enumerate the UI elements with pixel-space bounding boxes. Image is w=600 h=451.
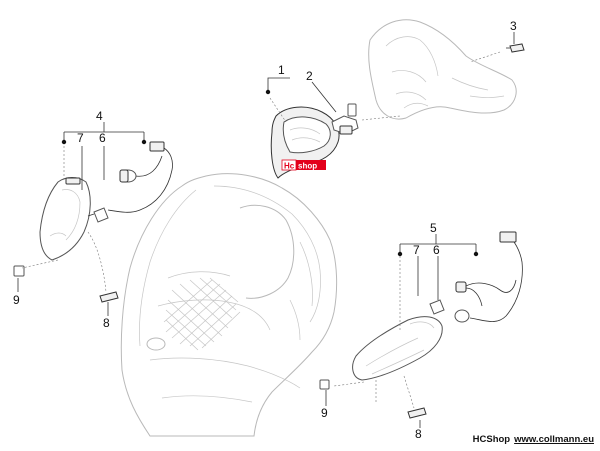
callout-5-6: 6 bbox=[433, 243, 440, 257]
callout-4-7: 7 bbox=[77, 131, 84, 145]
callout-2: 2 bbox=[306, 69, 313, 83]
right-bulb bbox=[429, 299, 445, 315]
callout-5: 5 bbox=[430, 221, 437, 235]
right-turn-signal bbox=[352, 316, 443, 381]
callout-4-6: 6 bbox=[99, 131, 106, 145]
headlight-bulb bbox=[331, 103, 359, 135]
left-clip bbox=[13, 265, 25, 277]
front-shield-fairing bbox=[120, 173, 338, 437]
callout-8-left: 8 bbox=[103, 316, 110, 330]
callout-1: 1 bbox=[278, 63, 285, 77]
left-screw bbox=[99, 291, 119, 303]
callout-9-right: 9 bbox=[321, 406, 328, 420]
left-turn-signal bbox=[39, 177, 91, 261]
left-bulb bbox=[87, 207, 109, 223]
emblem-icon bbox=[146, 337, 166, 351]
callout-3: 3 bbox=[510, 19, 517, 33]
right-clip bbox=[319, 379, 330, 390]
right-socket-wire bbox=[454, 231, 523, 323]
screw-icon bbox=[506, 43, 525, 53]
left-socket-wire bbox=[107, 141, 173, 213]
right-screw bbox=[407, 407, 427, 419]
hcshop-watermark: Hc shop bbox=[281, 159, 326, 171]
callout-dots bbox=[61, 89, 479, 257]
callout-5-7: 7 bbox=[413, 243, 420, 257]
callout-numbers: 1 2 3 4 7 6 5 7 6 9 8 9 8 bbox=[13, 19, 517, 441]
callout-8-right: 8 bbox=[415, 427, 422, 441]
footer-brand: HCShop bbox=[472, 434, 511, 445]
callout-4: 4 bbox=[96, 109, 103, 123]
leader-lines bbox=[17, 32, 515, 428]
callout-9-left: 9 bbox=[13, 293, 20, 307]
watermark-right: shop bbox=[298, 162, 317, 171]
grille-hatch bbox=[163, 277, 241, 351]
watermark-left: Hc bbox=[284, 162, 295, 171]
handlebar-cover bbox=[368, 19, 517, 120]
footer-url[interactable]: www.collmann.eu bbox=[514, 434, 594, 445]
